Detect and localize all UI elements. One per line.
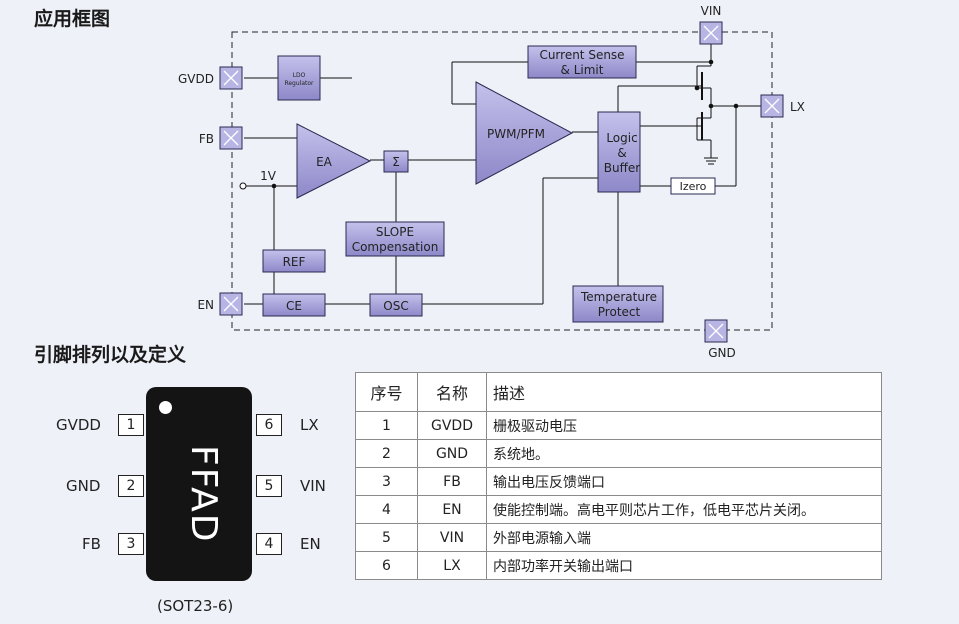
right-pin-name: VIN — [300, 477, 326, 495]
chip-marking: FFAD — [183, 445, 224, 544]
cell-desc: 栅极驱动电压 — [486, 411, 882, 440]
left-pin-name: GND — [66, 477, 101, 495]
right-pin-number: 6 — [256, 414, 282, 436]
cell-desc: 系统地。 — [486, 439, 882, 468]
logic-buffer-block — [597, 111, 641, 193]
ea-amplifier — [296, 123, 372, 199]
left-pin-name: FB — [82, 535, 101, 553]
table-row: 1 GVDD 栅极驱动电压 — [355, 411, 882, 440]
svg-text:Current Sense: Current Sense — [539, 48, 624, 62]
pin-crosses — [223, 25, 780, 339]
ref-input-terminal — [239, 182, 247, 190]
right-pin-number: 5 — [256, 475, 282, 497]
block-diagram: VIN GVDD FB EN LX GND LDO Regulator Curr… — [178, 4, 805, 360]
wires — [244, 42, 771, 330]
temperature-protect-block — [572, 285, 664, 323]
svg-text:OSC: OSC — [383, 299, 408, 313]
svg-text:Izero: Izero — [680, 180, 707, 193]
ldo-regulator-block — [277, 55, 321, 101]
column-header: 描述 — [486, 372, 882, 412]
gvdd-label: GVDD — [178, 72, 214, 86]
cell-name: LX — [417, 551, 487, 580]
gnd-label: GND — [708, 346, 736, 360]
svg-text:Protect: Protect — [598, 305, 641, 319]
svg-text:Compensation: Compensation — [352, 240, 439, 254]
chip-body: FFAD — [146, 387, 252, 581]
lx-label: LX — [790, 100, 805, 114]
cell-name: FB — [417, 467, 487, 496]
sum-block — [383, 150, 409, 173]
vin-label: VIN — [701, 4, 722, 18]
en-label: EN — [197, 298, 214, 312]
column-header: 序号 — [355, 372, 418, 412]
svg-text:SLOPE: SLOPE — [376, 225, 414, 239]
svg-text:&: & — [617, 146, 626, 160]
block-diagram-heading: 应用框图 — [34, 8, 111, 30]
left-pin-number: 3 — [118, 533, 144, 555]
right-pin-name: EN — [300, 535, 321, 553]
fb-label: FB — [199, 132, 214, 146]
chip-boundary — [231, 31, 773, 331]
cell-no: 1 — [355, 411, 418, 440]
pinout-heading: 引脚排列以及定义 — [34, 344, 187, 366]
package-name: (SOT23-6) — [157, 597, 234, 615]
cell-no: 2 — [355, 439, 418, 468]
junctions — [271, 59, 739, 189]
cell-name: GND — [417, 439, 487, 468]
svg-text:Logic: Logic — [606, 131, 637, 145]
table-row: 3 FB 输出电压反馈端口 — [355, 467, 882, 496]
left-pin-number: 1 — [118, 414, 144, 436]
pin1-dot — [159, 401, 172, 414]
cell-name: GVDD — [417, 411, 487, 440]
svg-text:1V: 1V — [260, 169, 277, 183]
cell-no: 6 — [355, 551, 418, 580]
right-pin-number: 4 — [256, 533, 282, 555]
table-row: 5 VIN 外部电源输入端 — [355, 523, 882, 552]
svg-text:Regulator: Regulator — [284, 80, 314, 87]
table-header-row: 序号 名称 描述 — [355, 372, 882, 412]
table-row: 2 GND 系统地。 — [355, 439, 882, 468]
current-sense-block — [527, 45, 637, 79]
cell-name: EN — [417, 495, 487, 524]
table-row: 4 EN 使能控制端。高电平则芯片工作，低电平芯片关闭。 — [355, 495, 882, 524]
cell-name: VIN — [417, 523, 487, 552]
left-pin-number: 2 — [118, 475, 144, 497]
svg-text:REF: REF — [283, 255, 306, 269]
pwm-pfm-block — [475, 81, 574, 185]
svg-text:& Limit: & Limit — [561, 63, 604, 77]
svg-text:PWM/PFM: PWM/PFM — [487, 127, 545, 141]
blocks — [262, 45, 664, 323]
svg-text:Σ: Σ — [392, 155, 400, 169]
izero-block — [670, 177, 716, 195]
cell-desc: 外部电源输入端 — [486, 523, 882, 552]
right-pin-name: LX — [300, 416, 319, 434]
cell-desc: 输出电压反馈端口 — [486, 467, 882, 496]
ce-block — [262, 293, 326, 317]
cell-no: 3 — [355, 467, 418, 496]
svg-text:CE: CE — [286, 299, 302, 313]
ref-block — [262, 249, 326, 273]
osc-block — [369, 293, 423, 317]
table-row: 6 LX 内部功率开关输出端口 — [355, 551, 882, 580]
cell-desc: 内部功率开关输出端口 — [486, 551, 882, 580]
cell-desc: 使能控制端。高电平则芯片工作，低电平芯片关闭。 — [486, 495, 882, 524]
cell-no: 4 — [355, 495, 418, 524]
left-pin-name: GVDD — [56, 416, 101, 434]
cell-no: 5 — [355, 523, 418, 552]
pin-definition-table: 序号 名称 描述 1 GVDD 栅极驱动电压 2 GND 系统地。 3 FB 输… — [355, 372, 882, 580]
svg-text:Buffer: Buffer — [604, 161, 640, 175]
column-header: 名称 — [417, 372, 487, 412]
slope-compensation-block — [345, 221, 445, 257]
svg-text:EA: EA — [316, 155, 333, 169]
svg-text:Temperature: Temperature — [580, 290, 657, 304]
svg-text:LDO: LDO — [293, 72, 306, 79]
